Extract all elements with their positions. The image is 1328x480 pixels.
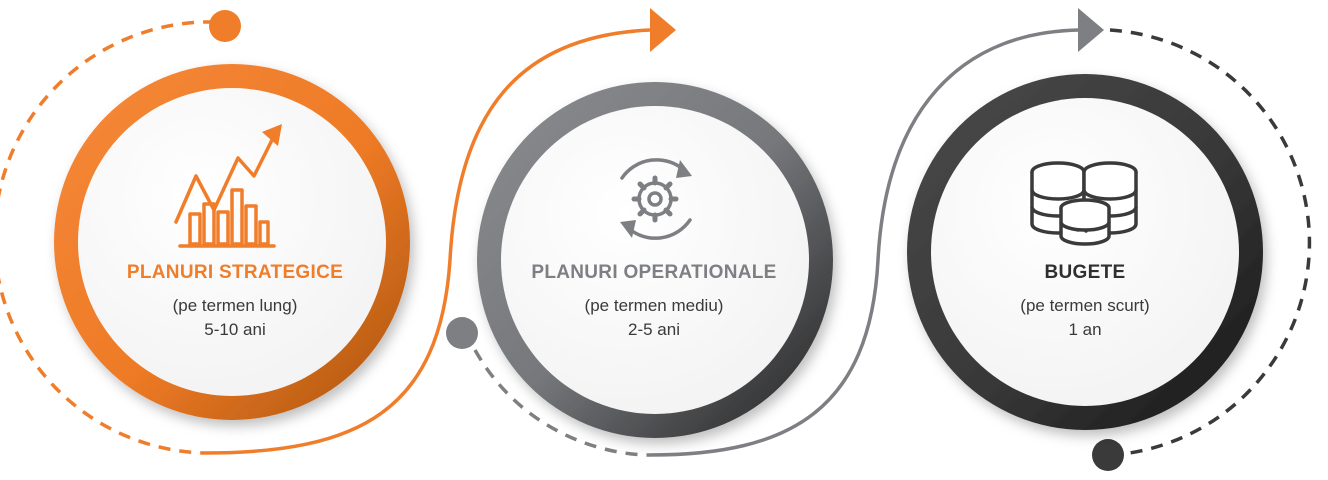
database-icon: [1030, 161, 1138, 246]
gear-cycle-icon: [620, 158, 692, 240]
stage-circle-budget: [907, 74, 1263, 430]
arrow-head-orange: [650, 8, 676, 52]
orbit-2: [446, 317, 651, 457]
stage-title: PLANURI STRATEGICE: [126, 262, 344, 283]
start-dot-orange: [209, 10, 241, 42]
stage-duration: 2-5 ani: [628, 320, 680, 339]
connector-orange: [204, 8, 676, 455]
stage-title: PLANURI OPERATIONALE: [531, 262, 777, 283]
end-dot-dark: [1092, 439, 1124, 471]
orbit-1: [0, 10, 241, 455]
stage-label-strategic: PLANURI STRATEGICE (pe termen lung) 5-10…: [85, 262, 385, 342]
stage-term: (pe termen scurt): [1020, 296, 1150, 315]
stage-subtitle: (pe termen lung) 5-10 ani: [85, 294, 385, 342]
stage-term: (pe termen mediu): [584, 296, 724, 315]
arrow-head-gray: [1078, 8, 1104, 52]
stage-title: BUGETE: [1044, 262, 1126, 283]
stage-label-budget: BUGETE (pe termen scurt) 1 an: [935, 262, 1235, 342]
stage-duration: 1 an: [1068, 320, 1102, 339]
stage-duration: 5-10 ani: [204, 320, 266, 339]
stage-term: (pe termen lung): [172, 296, 298, 315]
stage-label-operational: PLANURI OPERATIONALE (pe termen mediu) 2…: [504, 262, 804, 342]
orbit-3: [1092, 28, 1312, 471]
start-dot-gray: [446, 317, 478, 349]
connector-gray: [649, 8, 1104, 457]
stage-circle-operational: [477, 82, 833, 438]
growth-chart-icon: [174, 124, 282, 248]
stage-subtitle: (pe termen scurt) 1 an: [935, 294, 1235, 342]
stage-subtitle: (pe termen mediu) 2-5 ani: [504, 294, 804, 342]
